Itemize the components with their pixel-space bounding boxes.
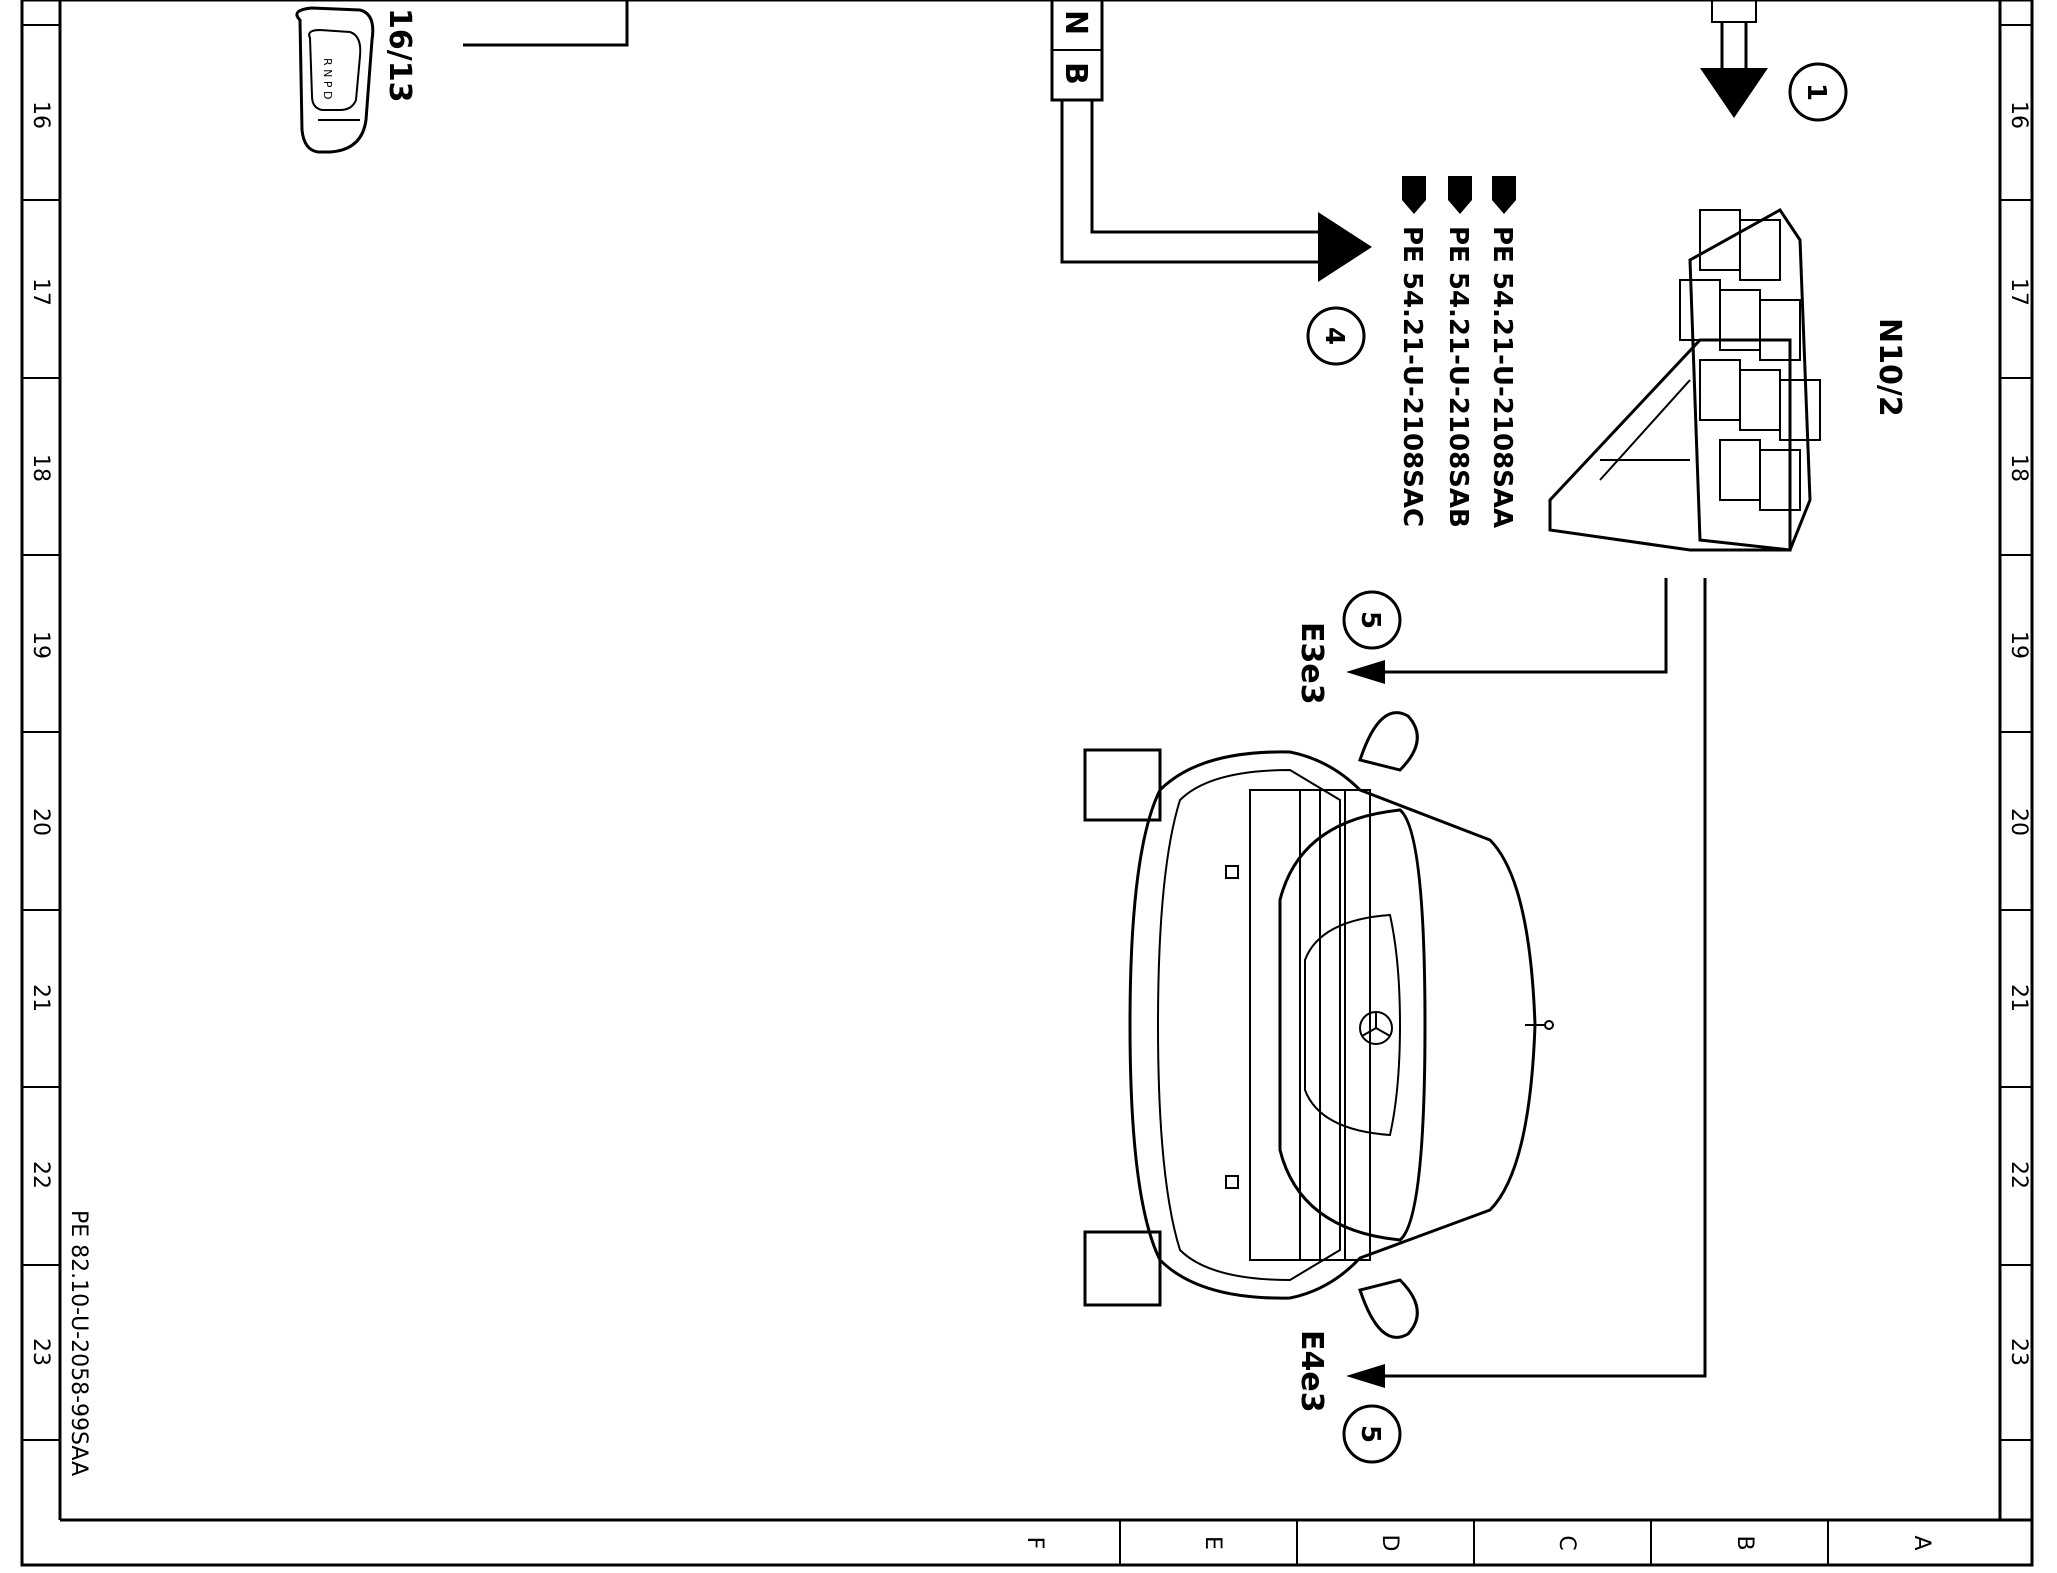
callout-1-label: 1: [1801, 83, 1831, 101]
selector-letters: R N P D: [321, 58, 334, 99]
callout-5-upper: 5: [1342, 590, 1402, 650]
callout-1: [1788, 62, 1848, 122]
callout-5-lower: 5: [1342, 1404, 1402, 1464]
fuse-relay-module-n10-2: [1548, 208, 1821, 552]
mirror-right: [1358, 1278, 1419, 1339]
wire-arrow-e3e3: [1346, 660, 1385, 684]
lamp-label-e4e3: E4e3: [1294, 1330, 1329, 1413]
right-row-label-16: 16: [2006, 101, 2031, 129]
right-row-label-22: 22: [2006, 1161, 2031, 1189]
col-label-C: C: [1554, 1535, 1579, 1550]
col-label-E: E: [1200, 1536, 1225, 1550]
right-row-label-23: 23: [2006, 1338, 2031, 1366]
top-wire-bundle: N B: [1050, 0, 1372, 282]
wire-arrow-1: [1700, 68, 1768, 118]
wire-arrow-e4e3: [1346, 1364, 1385, 1388]
left-row-label-18: 18: [28, 454, 53, 482]
hand-pointer-icon: [1492, 176, 1516, 214]
wire-arrow-4: [1318, 212, 1372, 282]
hand-pointer-icon: [1402, 176, 1426, 214]
right-ruler-labels: 16 17 18 19 20 21 22 23: [2006, 101, 2031, 1366]
ref-item-1-text: PE 54.21-U-2108SAA: [1487, 226, 1517, 528]
ref-item-2-text: PE 54.21-U-2108SAB: [1443, 226, 1473, 528]
document-number: PE 82.10-U-2058-99SAA: [66, 1210, 91, 1476]
callout-5-upper-label: 5: [1355, 611, 1385, 629]
left-row-label-22: 22: [28, 1161, 53, 1189]
col-label-A: A: [1909, 1535, 1934, 1550]
left-row-label-19: 19: [28, 631, 53, 659]
col-label-B: B: [1732, 1535, 1757, 1550]
right-ruler: [2000, 24, 2032, 1441]
col-label-D: D: [1377, 1535, 1402, 1552]
left-row-label-23: 23: [28, 1338, 53, 1366]
bottom-ruler: [1119, 1520, 1829, 1565]
sheet-frame: [20, 0, 2034, 1567]
wire-letter-b: B: [1058, 62, 1093, 85]
car-front-view: [1083, 711, 1554, 1339]
hand-pointer-icon: [1448, 176, 1472, 214]
right-row-label-21: 21: [2006, 984, 2031, 1012]
lamp-wires: [1346, 578, 1707, 1388]
mirror-left: [1358, 711, 1419, 772]
lamp-label-e3e3: E3e3: [1294, 622, 1329, 705]
connector-label: N10/2: [1872, 318, 1907, 417]
callout-4: 4: [1306, 306, 1366, 366]
left-row-label-21: 21: [28, 984, 53, 1012]
callout-4-label: 4: [1319, 327, 1349, 345]
left-row-label-20: 20: [28, 808, 53, 836]
ref-item-1: PE 54.21-U-2108SAA: [1487, 176, 1517, 528]
bottom-ruler-labels: F E D C B A: [1022, 1535, 1934, 1552]
ref-item-3: PE 54.21-U-2108SAC: [1397, 176, 1427, 527]
callout-5-lower-label: 5: [1355, 1425, 1385, 1443]
left-row-label-16: 16: [28, 101, 53, 129]
selector-reference: 16/13: [382, 8, 417, 102]
ref-item-2: PE 54.21-U-2108SAB: [1443, 176, 1473, 528]
left-row-label-17: 17: [28, 278, 53, 306]
wire-letter-n: N: [1058, 10, 1093, 35]
right-row-label-18: 18: [2006, 454, 2031, 482]
left-ruler: [22, 24, 60, 1441]
right-row-label-19: 19: [2006, 631, 2031, 659]
right-row-label-17: 17: [2006, 278, 2031, 306]
top-right-wire: 1: [1700, 0, 1848, 122]
right-row-label-20: 20: [2006, 808, 2031, 836]
selector-wire: [463, 0, 629, 47]
gear-selector-icon: R N P D: [295, 6, 375, 154]
left-ruler-labels: 16 17 18 19 20 21 22 23: [28, 101, 53, 1366]
col-label-F: F: [1022, 1537, 1047, 1550]
ref-item-3-text: PE 54.21-U-2108SAC: [1397, 226, 1427, 527]
reference-list: PE 54.21-U-2108SAA PE 54.21-U-2108SAB PE…: [1397, 176, 1517, 528]
